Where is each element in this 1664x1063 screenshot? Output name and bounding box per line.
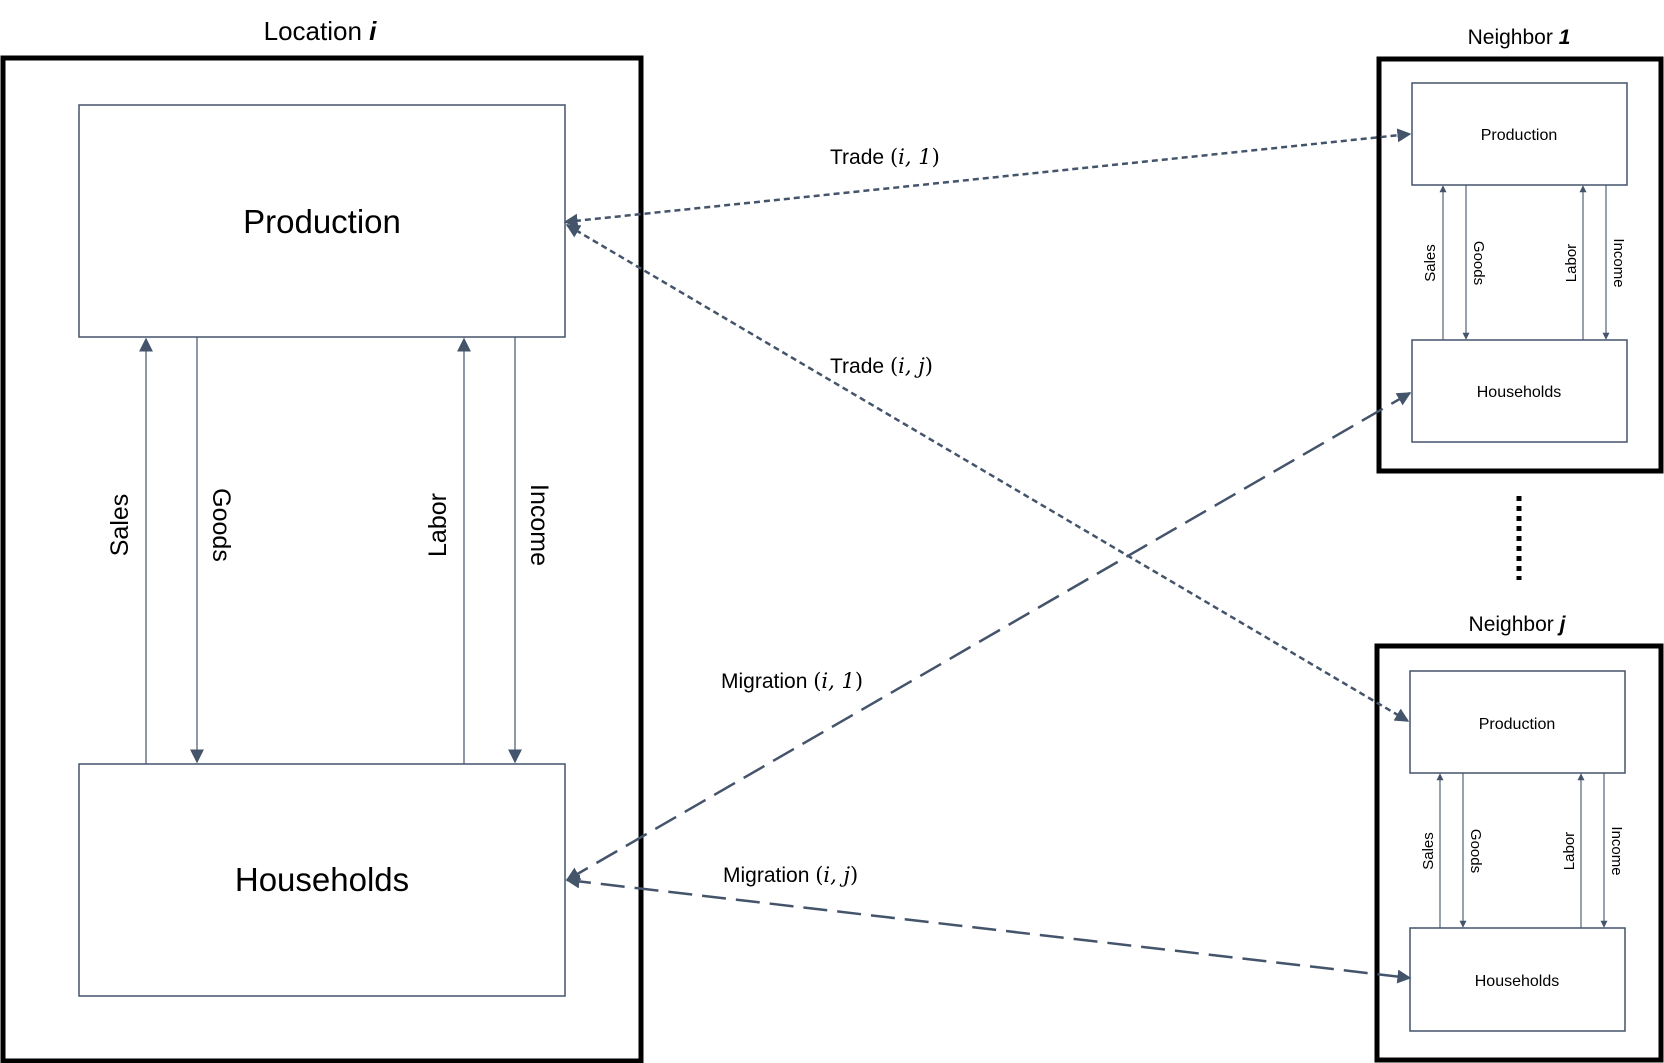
migration-i-j-arrow: [565, 874, 1412, 984]
trade-i-1-arrow: [563, 128, 1412, 228]
migration-i-1-arrow: [565, 391, 1412, 882]
neighbor-j-households-label: Households: [1475, 973, 1560, 990]
neighbor-1-goods-label: Goods: [1470, 241, 1487, 285]
location-households-label: Households: [235, 861, 409, 898]
neighbor-1-title: Neighbor 1: [1468, 26, 1571, 49]
neighbor-j-group: Neighbor j Production Households Sales G…: [1374, 613, 1664, 1063]
neighbor-1-income-label: Income: [1610, 238, 1627, 287]
location-sales-label: Sales: [106, 494, 134, 557]
location-i-group: Location i Production Households Sales G…: [0, 16, 644, 1063]
neighbor-j-production-label: Production: [1479, 716, 1556, 733]
neighbor-j-goods-label: Goods: [1467, 829, 1484, 873]
location-goods-label: Goods: [207, 488, 235, 562]
neighbor-j-labor-label: Labor: [1561, 832, 1578, 870]
location-income-label: Income: [525, 484, 553, 566]
neighbor-j-title: Neighbor j: [1469, 613, 1567, 636]
location-labor-label: Labor: [424, 493, 452, 557]
neighbor-j-income-label: Income: [1608, 826, 1625, 875]
neighbor-1-households-label: Households: [1477, 384, 1562, 401]
neighbor-1-sales-label: Sales: [1422, 244, 1439, 282]
trade-i-j-label: Trade (i, j): [830, 354, 933, 378]
trade-i-j-arrow: [565, 223, 1410, 723]
neighbor-1-group: Neighbor 1 Production Households Sales G…: [1376, 26, 1664, 474]
location-production-label: Production: [243, 203, 401, 240]
neighbor-1-production-box: [1411, 82, 1628, 186]
migration-i-1-label: Migration (i, 1): [721, 669, 863, 693]
neighbor-1-production-label: Production: [1481, 127, 1558, 144]
neighbor-1-households-box: [1411, 339, 1628, 443]
trade-i-1-label: Trade (i, 1): [830, 145, 940, 169]
neighbor-j-sales-label: Sales: [1420, 832, 1437, 870]
location-households-box: [78, 763, 566, 997]
neighbor-1-labor-label: Labor: [1563, 244, 1580, 282]
location-production-box: [78, 104, 566, 338]
location-i-title: Location i: [264, 16, 378, 46]
migration-i-j-label: Migration (i, j): [723, 863, 858, 887]
